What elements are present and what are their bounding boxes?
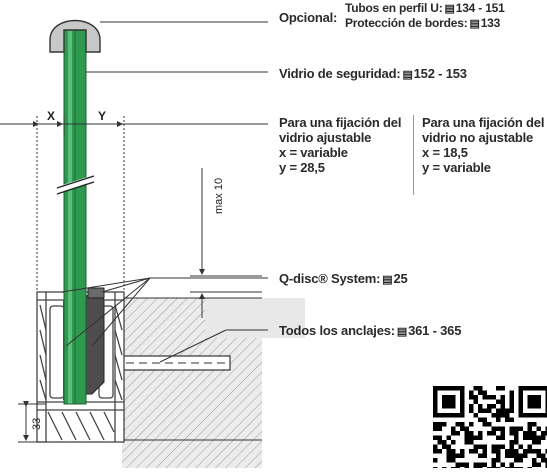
callout-safety-glass: Vidrio de seguridad:▤152 - 153 — [279, 66, 467, 83]
concrete-slab — [122, 298, 305, 468]
book-icon: ▤ — [397, 325, 407, 340]
dimension-x-label: X — [47, 109, 55, 123]
qr-code-graphic — [428, 380, 547, 468]
book-icon: ▤ — [445, 3, 455, 16]
callout-opcional-title: Opcional: — [279, 10, 337, 25]
glass-seal-right — [86, 288, 104, 394]
callout-qdisc-system: Q-disc® System:▤25 — [279, 271, 408, 288]
book-icon: ▤ — [402, 68, 412, 83]
fixation-divider — [413, 115, 414, 195]
callout-opcional-u-tubes: Tubos en perfil U:▤134 - 151 — [345, 2, 505, 16]
callout-non-adjustable-fixation: Para una fijación del vidrio no ajustabl… — [422, 115, 544, 175]
callout-adjustable-fixation: Para una fijación del vidrio ajustable x… — [279, 115, 401, 175]
callout-opcional-edge-protection: Protección de bordes:▤133 — [345, 17, 500, 31]
dimension-y-label: Y — [98, 109, 106, 123]
qr-code[interactable] — [428, 380, 547, 468]
dimension-max10 — [190, 168, 262, 318]
book-icon: ▤ — [382, 273, 392, 288]
book-icon: ▤ — [470, 18, 480, 31]
anchor-bolt — [122, 356, 230, 370]
callout-all-anchors: Todos los anclajes:▤361 - 365 — [279, 323, 461, 340]
dimension-height-label: 33 — [31, 418, 43, 430]
dimension-max-label: max 10 — [213, 178, 225, 214]
safety-glass-pane — [64, 24, 86, 404]
